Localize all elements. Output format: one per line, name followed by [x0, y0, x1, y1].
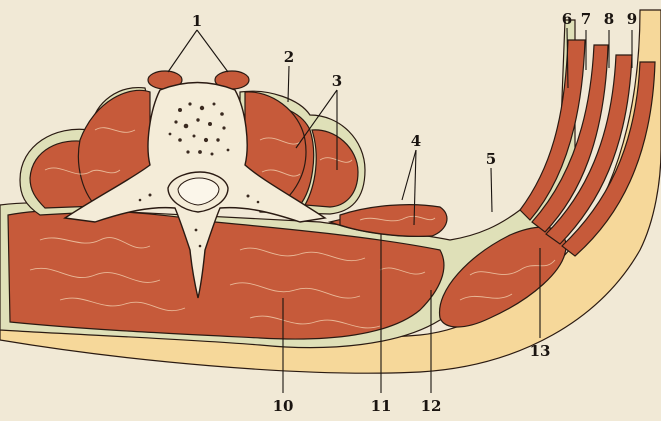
label-2: 2: [284, 48, 294, 66]
label-1: 1: [192, 12, 202, 30]
label-6: 6: [562, 10, 572, 28]
label-13: 13: [530, 342, 551, 360]
label-12: 12: [421, 397, 442, 415]
label-10: 10: [273, 397, 294, 415]
label-8: 8: [604, 10, 614, 28]
label-9: 9: [627, 10, 637, 28]
label-7: 7: [581, 10, 591, 28]
label-3: 3: [332, 72, 342, 90]
label-4: 4: [411, 132, 421, 150]
label-11: 11: [371, 397, 392, 415]
label-5: 5: [486, 150, 496, 168]
